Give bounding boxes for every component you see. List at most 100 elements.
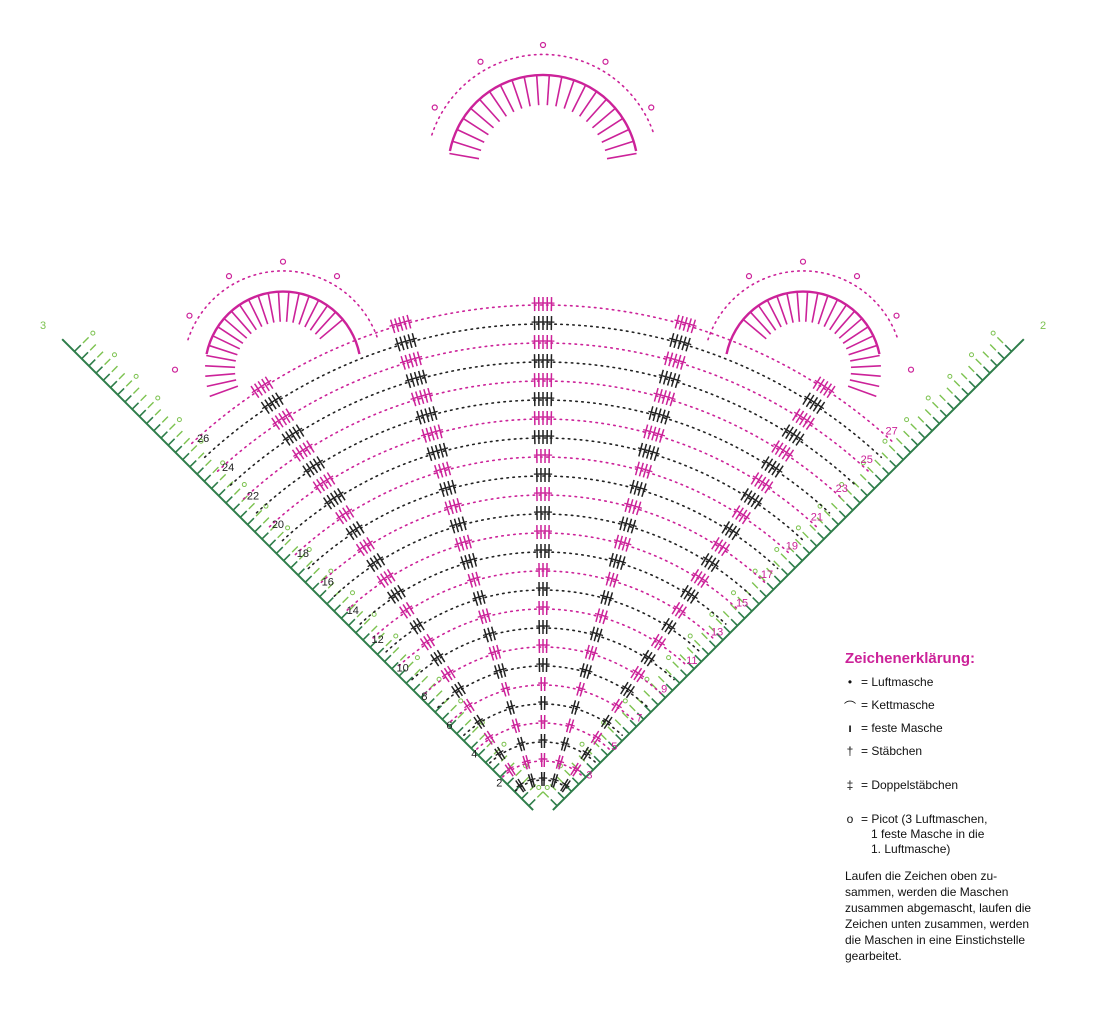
stitch-bar bbox=[612, 578, 620, 582]
edge-stitch bbox=[888, 445, 896, 452]
stitch bbox=[275, 392, 284, 405]
edge-stitch bbox=[233, 488, 241, 495]
stitch bbox=[466, 534, 472, 549]
stitch bbox=[750, 494, 760, 508]
scallop-stitch bbox=[838, 317, 863, 339]
edge-stitch bbox=[327, 582, 335, 589]
edge-stitch bbox=[125, 380, 133, 387]
edge-stitch bbox=[219, 473, 227, 481]
stitch bbox=[281, 433, 291, 446]
stitch bbox=[430, 654, 440, 667]
edge-stitch bbox=[910, 438, 919, 446]
stitch bbox=[449, 519, 456, 534]
stitch bbox=[724, 523, 734, 536]
edge-stitch bbox=[780, 553, 788, 560]
single-crochet-icon: ı bbox=[848, 721, 852, 735]
stitch bbox=[260, 401, 270, 415]
stitch-bar bbox=[356, 524, 363, 529]
stitch bbox=[657, 388, 663, 403]
stitch bbox=[433, 651, 443, 665]
edge-stitch bbox=[788, 560, 796, 569]
scallop-stitch bbox=[217, 326, 244, 344]
stitch bbox=[664, 410, 670, 425]
edge-stitch bbox=[643, 705, 652, 713]
edge-stitch bbox=[924, 408, 932, 416]
edge-stitch bbox=[643, 690, 651, 697]
edge-stitch bbox=[277, 531, 284, 539]
stitch bbox=[335, 511, 345, 525]
legend-item-chain: • = Luftmasche bbox=[843, 675, 933, 690]
scallop-stitch bbox=[597, 117, 624, 136]
edge-stitch bbox=[708, 640, 717, 648]
edge-stitch bbox=[831, 502, 838, 510]
stitch bbox=[693, 571, 703, 584]
stitch bbox=[653, 387, 659, 402]
edge-stitch bbox=[931, 401, 939, 409]
edge-stitch bbox=[499, 770, 507, 778]
stitch-rows bbox=[190, 297, 896, 793]
edge-stitch bbox=[456, 726, 464, 735]
edge-stitch bbox=[96, 351, 104, 358]
edge-stitch bbox=[665, 683, 674, 692]
edge-stitch bbox=[723, 625, 731, 634]
stitch bbox=[593, 627, 599, 642]
edge-stitch bbox=[167, 438, 176, 446]
edge-stitch bbox=[225, 496, 233, 504]
stitch-bar bbox=[685, 342, 692, 346]
edge-stitch bbox=[975, 373, 984, 381]
stitch bbox=[288, 428, 298, 442]
stitch-bar bbox=[733, 530, 740, 536]
edge-stitch bbox=[414, 668, 421, 676]
stitch bbox=[795, 433, 805, 446]
stitch bbox=[629, 479, 635, 494]
stitch-bar bbox=[503, 686, 511, 690]
stitch bbox=[597, 628, 603, 643]
stitch bbox=[621, 536, 627, 551]
stitch bbox=[677, 335, 683, 350]
stitch-bar bbox=[346, 508, 353, 513]
stitch-bar bbox=[574, 767, 581, 772]
edge-picot bbox=[947, 373, 953, 379]
stitch bbox=[704, 555, 713, 568]
stitch bbox=[326, 494, 336, 508]
stitch bbox=[406, 314, 412, 329]
stitch-bar bbox=[317, 459, 324, 464]
stitch bbox=[485, 608, 491, 623]
stitch bbox=[281, 410, 291, 424]
edge-picot bbox=[306, 546, 312, 552]
chain-arc bbox=[501, 760, 585, 778]
stitch bbox=[640, 649, 650, 663]
scallop-stitch bbox=[304, 299, 320, 328]
edge-stitch bbox=[773, 560, 780, 568]
legend-item-double: † = Stäbchen bbox=[843, 744, 922, 759]
stitch bbox=[457, 681, 466, 695]
edge-stitch bbox=[852, 481, 860, 488]
stitch bbox=[666, 371, 673, 386]
stitch-bar bbox=[797, 436, 804, 442]
stitch bbox=[823, 383, 833, 396]
edge-stitch bbox=[773, 575, 782, 583]
scallop-stitch bbox=[578, 91, 598, 117]
stitch bbox=[434, 464, 440, 479]
edge-stitch bbox=[593, 755, 601, 764]
stitch-bar bbox=[605, 719, 612, 725]
stitch bbox=[437, 424, 443, 439]
stitch bbox=[764, 458, 774, 471]
stitch-bar bbox=[653, 451, 660, 455]
stitch bbox=[611, 698, 620, 712]
edge-stitch bbox=[290, 560, 298, 569]
stitch bbox=[295, 424, 305, 437]
stitch-bar bbox=[447, 669, 454, 674]
stitch bbox=[812, 376, 822, 390]
edge-stitch bbox=[369, 640, 378, 648]
stitch-bar bbox=[586, 669, 593, 673]
edge-stitch bbox=[268, 539, 277, 547]
chain-arc bbox=[333, 513, 753, 598]
stitch bbox=[430, 446, 437, 460]
stitch bbox=[298, 444, 308, 458]
edge-stitch bbox=[255, 509, 263, 517]
stitch bbox=[444, 501, 451, 516]
edge-stitch bbox=[174, 445, 183, 454]
stitch bbox=[530, 773, 536, 788]
chain-arc bbox=[424, 646, 662, 695]
